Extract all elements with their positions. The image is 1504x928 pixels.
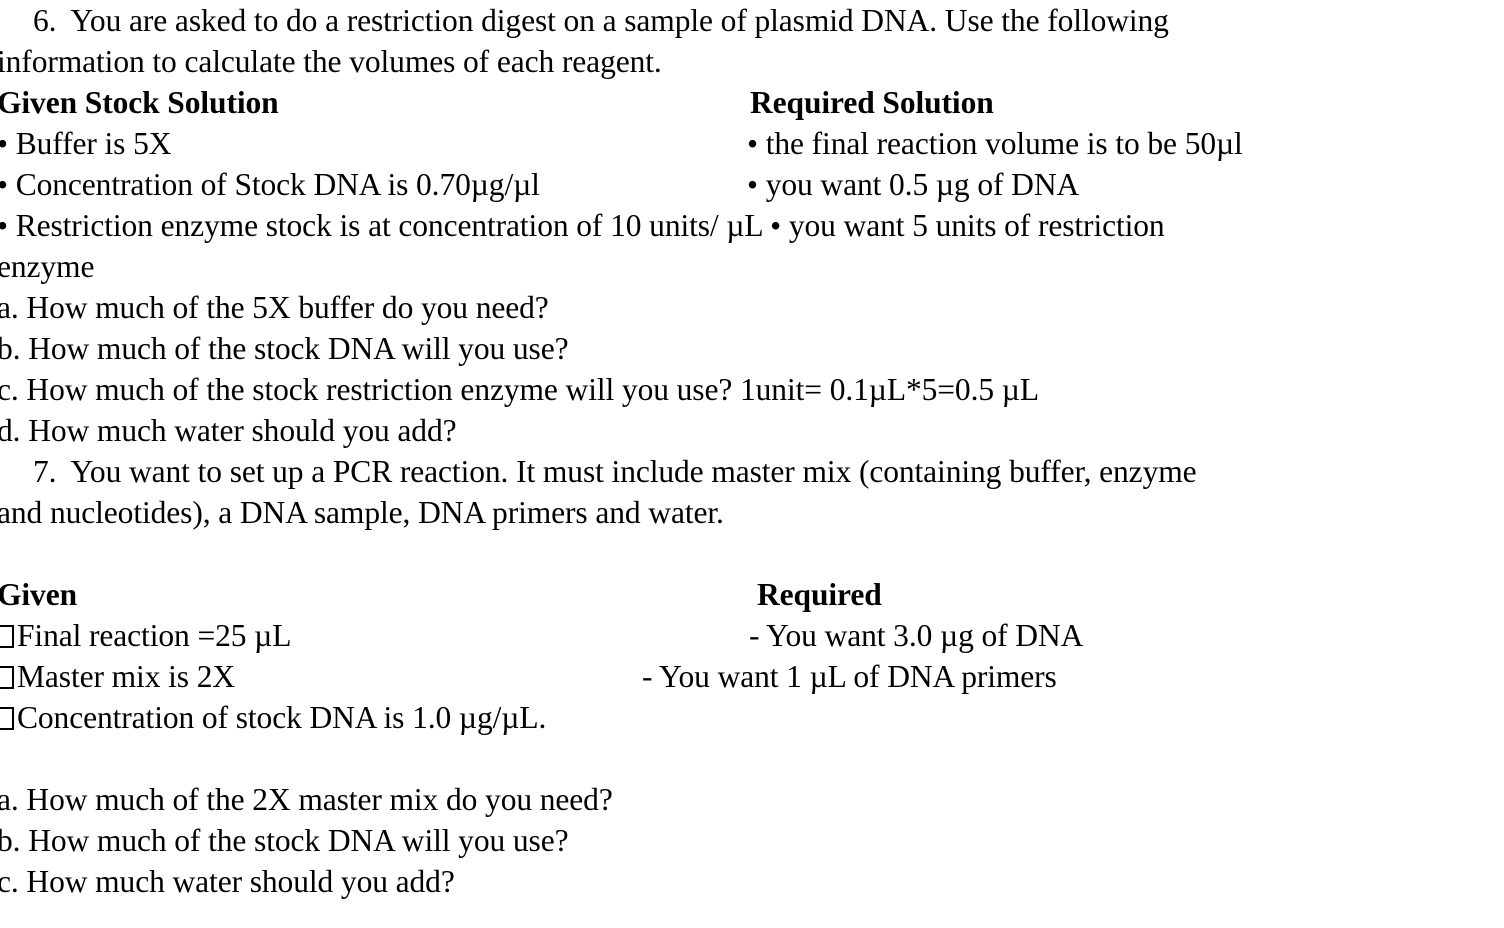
question-7-required-item-2: - You want 1 µL of DNA primers <box>642 659 1057 694</box>
question-7-item-row-2: Master mix is 2X - You want 1 µL of DNA … <box>0 656 1407 697</box>
question-6-wrapped-line-2: enzyme <box>0 249 95 284</box>
question-7-given-item-2: Master mix is 2X <box>0 656 235 697</box>
question-6-prompt: 6. You are asked to do a restriction dige… <box>0 0 1407 41</box>
question-6-required-item-2: • you want 0.5 µg of DNA <box>747 167 1080 202</box>
question-7-item-row-1: Final reaction =25 µL - You want 3.0 µg … <box>0 615 1407 656</box>
question-7-given-item-1-label: Final reaction =25 µL <box>17 618 292 653</box>
worksheet-body: 6. You are asked to do a restriction dige… <box>0 0 1407 899</box>
question-7-sub-a: a. How much of the 2X master mix do you … <box>0 782 613 817</box>
question-6-sub-c: c. How much of the stock restriction enz… <box>0 372 1039 407</box>
missing-glyph-box-icon <box>0 707 14 730</box>
question-7-prompt-line-1: You want to set up a PCR reaction. It mu… <box>70 454 1197 489</box>
question-7-headings-row: Given Required <box>0 574 1407 615</box>
question-6-given-item-2: • Concentration of Stock DNA is 0.70µg/µ… <box>0 167 540 202</box>
question-7-given-item-2-label: Master mix is 2X <box>17 659 236 694</box>
question-7-given-item-1: Final reaction =25 µL <box>0 615 291 656</box>
question-6-headings-row: Given Stock Solution Required Solution <box>0 82 1407 123</box>
missing-glyph-box-icon <box>0 666 14 689</box>
question-6-number: 6. <box>33 3 57 38</box>
question-6-item-row-1: • Buffer is 5X • the final reaction volu… <box>0 123 1407 164</box>
question-7-item-row-3: Concentration of stock DNA is 1.0 µg/µL. <box>0 697 1407 738</box>
question-7-given-heading: Given <box>0 577 78 612</box>
question-6-prompt-line-2: information to calculate the volumes of … <box>0 44 662 79</box>
question-6-given-item-1: • Buffer is 5X <box>0 126 172 161</box>
question-7-required-heading: Required <box>757 577 882 612</box>
question-6-sub-b: b. How much of the stock DNA will you us… <box>0 331 569 366</box>
question-7-number: 7. <box>33 454 57 489</box>
question-7-required-item-1: - You want 3.0 µg of DNA <box>749 618 1084 653</box>
spacer <box>0 533 1407 574</box>
question-6-wrapped-line-1: • Restriction enzyme stock is at concent… <box>0 208 1165 243</box>
spacer <box>0 738 1407 779</box>
question-7-sub-c: c. How much water should you add? <box>0 864 455 899</box>
clipped-bottom-line: 8. If you have a 5X solution and you wou… <box>0 915 1407 928</box>
question-7-given-item-3: Concentration of stock DNA is 1.0 µg/µL. <box>0 697 546 738</box>
question-6-prompt-line-1: You are asked to do a restriction digest… <box>70 3 1169 38</box>
question-7-given-item-3-label: Concentration of stock DNA is 1.0 µg/µL. <box>17 700 547 735</box>
question-7-prompt-line-2: and nucleotides), a DNA sample, DNA prim… <box>0 495 724 530</box>
question-6-required-item-1: • the final reaction volume is to be 50µ… <box>747 126 1243 161</box>
missing-glyph-box-icon <box>0 625 14 648</box>
question-6-item-row-2: • Concentration of Stock DNA is 0.70µg/µ… <box>0 164 1407 205</box>
question-6-given-heading: Given Stock Solution <box>0 85 279 120</box>
question-6-required-heading: Required Solution <box>750 85 994 120</box>
question-7-prompt: 7. You want to set up a PCR reaction. It … <box>0 451 1407 492</box>
question-7-sub-b: b. How much of the stock DNA will you us… <box>0 823 569 858</box>
question-6-sub-d: d. How much water should you add? <box>0 413 457 448</box>
question-6-sub-a: a. How much of the 5X buffer do you need… <box>0 290 549 325</box>
